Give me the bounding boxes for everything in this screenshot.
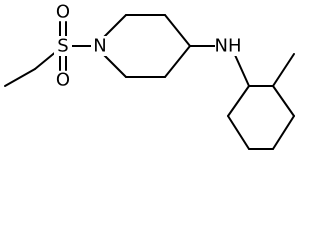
molecule-canvas: S O O N NH	[4, 1, 295, 150]
piperidine-bond-c3-c4	[164, 14, 191, 47]
amine-label: NH	[215, 36, 242, 57]
nh-cyclohexyl-bond	[234, 54, 250, 87]
methyl-bond	[272, 53, 295, 87]
cyclohexane-bond-c5-c6	[227, 115, 250, 150]
piperidine-bond-c4-c5	[164, 45, 191, 78]
ethyl-bond-ch3-ch2	[4, 68, 36, 87]
cyclohexane-bond-c2-c3	[272, 85, 295, 117]
piperidine-nitrogen-label: N	[93, 36, 106, 57]
oxygen-top-label: O	[56, 2, 70, 23]
piperidine-bond-c6-n	[103, 54, 127, 78]
sulfur-label: S	[57, 36, 68, 57]
structure-drawing: S O O N NH	[4, 2, 295, 150]
cyclohexane-bond-c3-c4	[272, 115, 295, 150]
piperidine-bond-n-c2	[103, 14, 127, 38]
oxygen-bottom-label: O	[56, 70, 70, 91]
cyclohexane-bond-c6-c1	[227, 85, 250, 117]
